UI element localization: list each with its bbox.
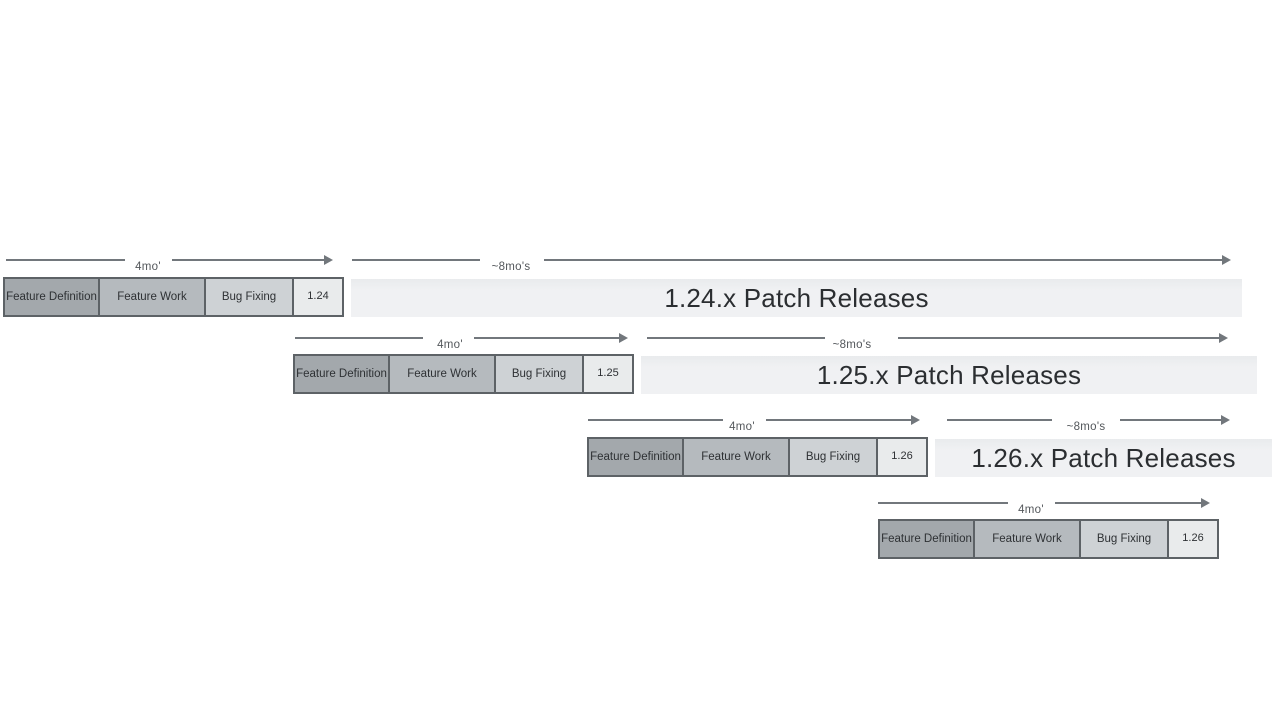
arrow-4mo-line — [6, 259, 125, 261]
arrow-4mo-label: 4mo' — [437, 339, 463, 351]
arrow-4mo-line — [878, 502, 1008, 504]
version-box: 1.25 — [582, 354, 634, 394]
feature-definition-block: Feature Definition — [3, 277, 100, 317]
arrow-8mo-label: ~8mo's — [832, 339, 872, 351]
arrow-8mo-label: ~8mo's — [491, 261, 531, 273]
phase-blocks: Feature Definition Feature Work Bug Fixi… — [293, 354, 634, 394]
bug-fixing-block: Bug Fixing — [788, 437, 878, 477]
patch-releases-bar: 1.24.x Patch Releases — [351, 279, 1242, 317]
feature-definition-block: Feature Definition — [293, 354, 390, 394]
bug-fixing-block: Bug Fixing — [1079, 519, 1169, 559]
arrow-8mo-line — [352, 259, 480, 261]
feature-work-block: Feature Work — [973, 519, 1081, 559]
patch-releases-bar: 1.25.x Patch Releases — [641, 356, 1257, 394]
arrow-4mo-label: 4mo' — [729, 421, 755, 433]
bug-fixing-block: Bug Fixing — [494, 354, 584, 394]
arrow-4mo-line-head — [766, 415, 920, 425]
arrow-8mo-line — [947, 419, 1052, 421]
arrow-4mo-line — [588, 419, 723, 421]
feature-work-block: Feature Work — [388, 354, 496, 394]
feature-definition-block: Feature Definition — [587, 437, 684, 477]
bug-fixing-block: Bug Fixing — [204, 277, 294, 317]
arrow-4mo-label: 4mo' — [135, 261, 161, 273]
arrow-4mo-line-head — [172, 255, 333, 265]
feature-definition-block: Feature Definition — [878, 519, 975, 559]
arrow-4mo-line-head — [474, 333, 628, 343]
feature-work-block: Feature Work — [98, 277, 206, 317]
version-box: 1.26 — [1167, 519, 1219, 559]
arrow-8mo-label: ~8mo's — [1066, 421, 1106, 433]
feature-work-block: Feature Work — [682, 437, 790, 477]
phase-blocks: Feature Definition Feature Work Bug Fixi… — [587, 437, 928, 477]
arrow-4mo-label: 4mo' — [1018, 504, 1044, 516]
version-box: 1.26 — [876, 437, 928, 477]
arrow-8mo-line — [647, 337, 825, 339]
phase-blocks: Feature Definition Feature Work Bug Fixi… — [878, 519, 1219, 559]
arrow-4mo-line-head — [1055, 498, 1210, 508]
patch-releases-bar: 1.26.x Patch Releases — [935, 439, 1272, 477]
phase-blocks: Feature Definition Feature Work Bug Fixi… — [3, 277, 344, 317]
arrow-8mo-line-head — [544, 255, 1231, 265]
arrow-4mo-line — [295, 337, 423, 339]
version-box: 1.24 — [292, 277, 344, 317]
arrow-8mo-line-head — [1120, 415, 1230, 425]
arrow-8mo-line-head — [898, 333, 1228, 343]
